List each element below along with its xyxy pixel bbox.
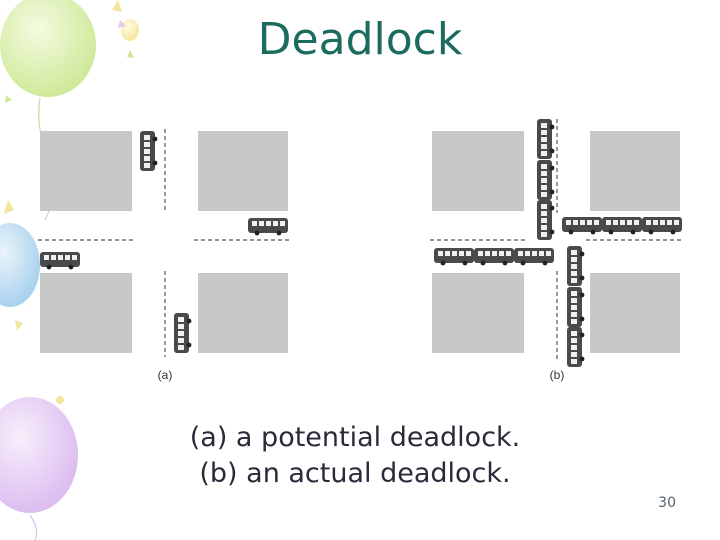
bus	[562, 217, 602, 235]
bus	[140, 131, 158, 171]
deadlock-diagram: (a) (b)	[38, 119, 682, 382]
city-block	[432, 273, 524, 353]
bus	[642, 217, 682, 235]
bus	[537, 119, 555, 159]
intersection-b: (b)	[430, 119, 682, 382]
bus	[602, 217, 642, 235]
bus	[537, 160, 555, 200]
bus	[514, 248, 554, 266]
city-block	[432, 131, 524, 211]
page-number: 30	[658, 495, 676, 511]
city-block	[198, 273, 288, 353]
bus	[474, 248, 514, 266]
bus	[537, 200, 555, 240]
page-title: Deadlock	[257, 14, 463, 65]
caption-line-2: (b) an actual deadlock.	[199, 458, 511, 490]
bus	[174, 313, 192, 353]
intersection-a: (a)	[38, 129, 290, 382]
label-b: (b)	[550, 368, 565, 382]
bus	[434, 248, 474, 266]
city-block	[198, 131, 288, 211]
bus	[248, 218, 288, 236]
city-block	[40, 273, 132, 353]
label-a: (a)	[158, 368, 173, 382]
city-block	[590, 131, 680, 211]
caption-line-1: (a) a potential deadlock.	[189, 422, 521, 453]
bus	[567, 287, 585, 327]
balloon-decoration	[0, 0, 139, 540]
caption: (a) a potential deadlock. (b) an actual …	[150, 420, 560, 493]
bus	[40, 252, 80, 270]
city-block	[40, 131, 132, 211]
bus	[567, 327, 585, 367]
bus	[567, 246, 585, 286]
city-block	[590, 273, 680, 353]
